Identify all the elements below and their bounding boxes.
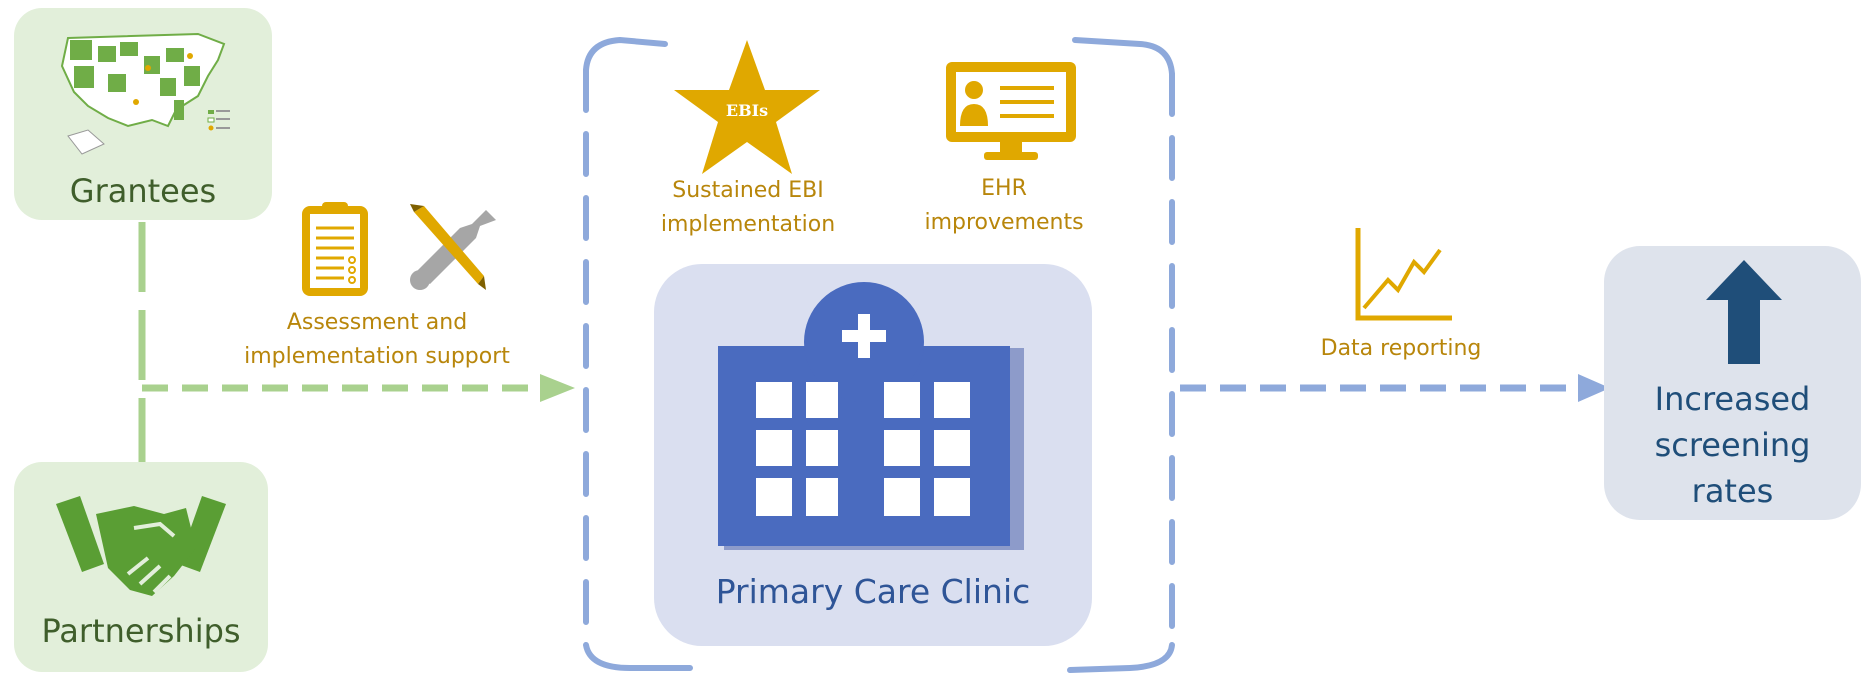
up-arrow-icon <box>1706 260 1782 364</box>
support-label: Assessment and implementation support <box>222 306 532 374</box>
hospital-building-icon <box>718 282 1024 550</box>
partnerships-label: Partnerships <box>41 612 241 650</box>
ehr-label-line2: improvements <box>924 210 1084 235</box>
grantees-label: Grantees <box>69 172 217 210</box>
line-chart-icon <box>1355 228 1452 321</box>
reporting-label: Data reporting <box>1320 336 1482 361</box>
support-label-line1: Assessment and <box>286 310 468 335</box>
ehr-label: EHR improvements <box>888 172 1120 240</box>
ebi-label: Sustained EBI implementation <box>630 174 866 242</box>
ebi-label-line1: Sustained EBI <box>672 178 824 203</box>
clinic-label: Primary Care Clinic <box>715 572 1031 611</box>
monitor-profile-icon <box>946 62 1076 160</box>
us-map-icon <box>60 32 230 155</box>
pencil-wrench-icon <box>410 204 496 290</box>
ebi-label-line2: implementation <box>660 212 836 237</box>
outcome-label: Increased screening rates <box>1604 376 1861 514</box>
grantees-box: Grantees <box>14 8 272 220</box>
outcome-line1: Increased <box>1654 380 1811 418</box>
support-label-line2: implementation support <box>244 344 510 369</box>
ehr-label-line1: EHR <box>981 176 1027 201</box>
outcome-line2: screening <box>1654 426 1811 464</box>
star-text: EBIs <box>726 101 768 120</box>
handshake-icon <box>56 496 226 596</box>
outcome-line3: rates <box>1691 472 1774 510</box>
clipboard-icon <box>302 202 368 296</box>
partnerships-box: Partnerships <box>14 462 268 672</box>
outcome-box: Increased screening rates <box>1604 246 1861 520</box>
star-icon: EBIs <box>674 40 820 174</box>
